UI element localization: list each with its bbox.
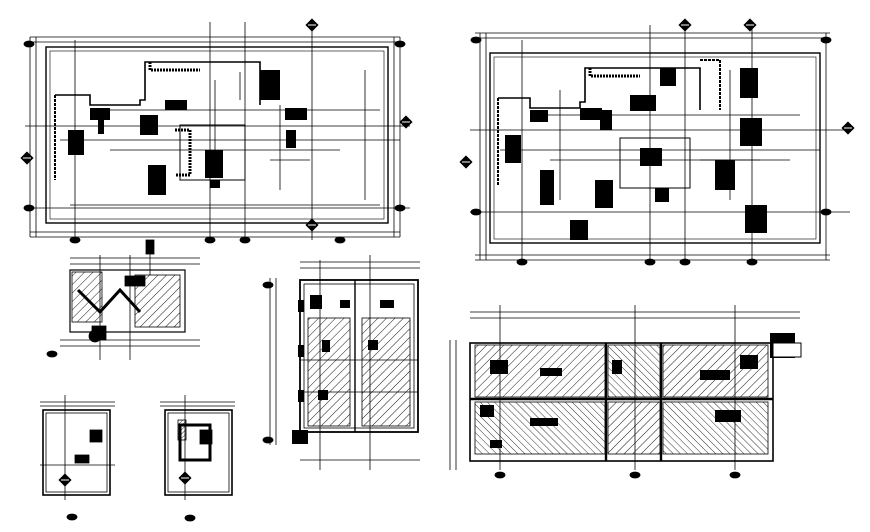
stair-detail bbox=[46, 239, 200, 360]
floor-plan-2 bbox=[459, 18, 855, 266]
floor-plan-1 bbox=[20, 18, 413, 244]
wall-elevation bbox=[449, 305, 802, 479]
tile-layout-plan bbox=[262, 255, 420, 470]
toilet-detail-1 bbox=[40, 395, 115, 521]
toilet-detail-2 bbox=[160, 395, 235, 522]
